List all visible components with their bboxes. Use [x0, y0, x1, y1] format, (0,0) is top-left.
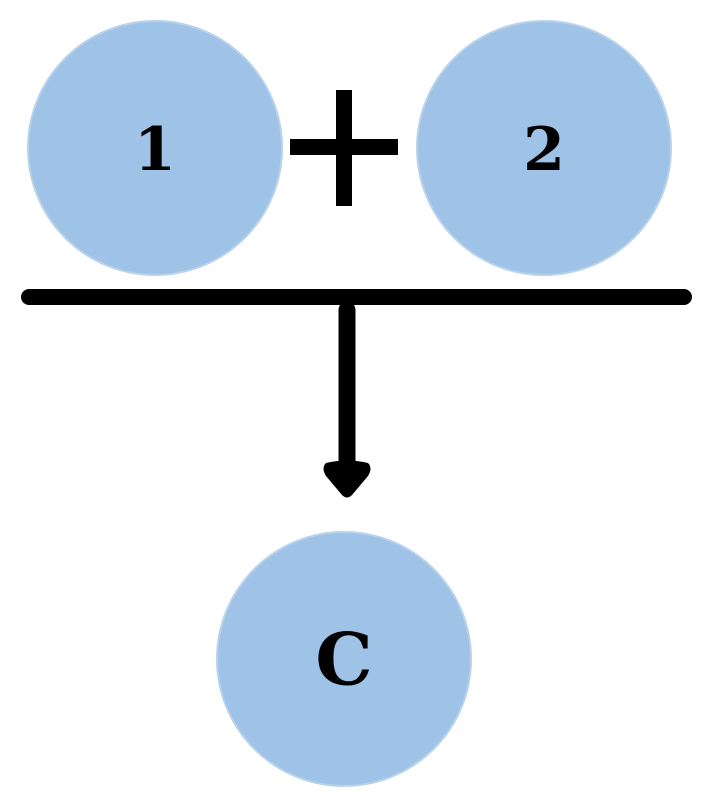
input-node-1-circle [27, 20, 283, 276]
input-node-1-label: 1 [134, 115, 176, 185]
arrow-down-icon-head [323, 460, 371, 498]
input-node-2-circle [416, 20, 672, 276]
input-node-2: 2 [416, 20, 672, 276]
output-node: C [216, 531, 472, 787]
arrow-down-icon [323, 301, 371, 498]
input-node-1: 1 [27, 20, 283, 276]
input-node-2-label: 2 [523, 115, 565, 185]
output-node-label: C [315, 617, 372, 702]
plus-icon [290, 90, 398, 206]
output-node-circle [216, 531, 472, 787]
plus-icon-vertical-bar [336, 90, 352, 206]
